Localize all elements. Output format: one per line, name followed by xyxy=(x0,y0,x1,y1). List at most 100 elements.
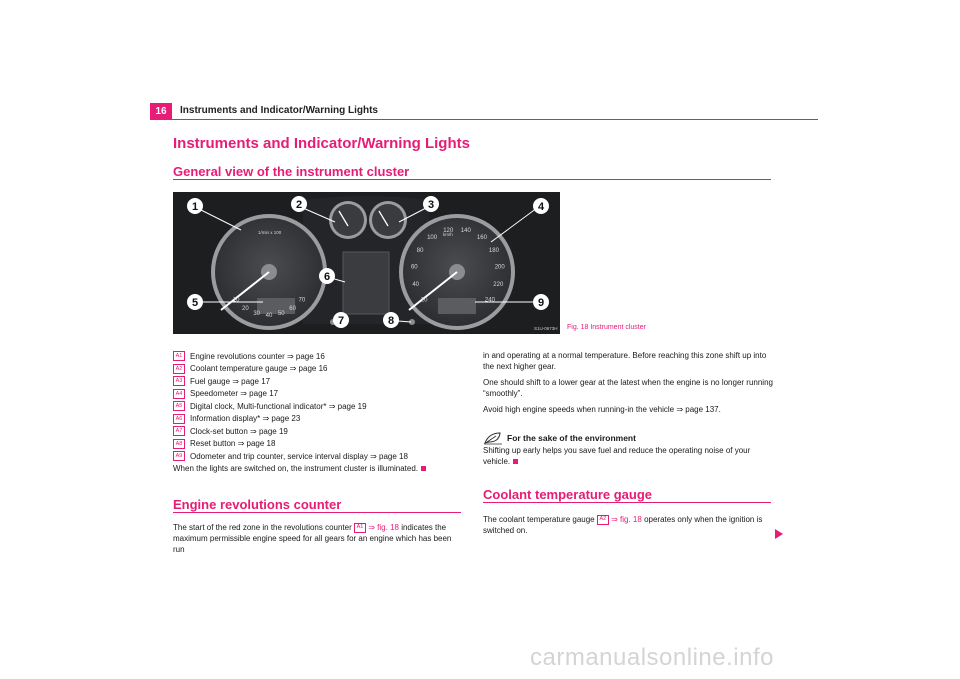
paragraph-text: indicates the maximum permissible engine… xyxy=(173,523,452,554)
dial-tick-label: 80 xyxy=(417,248,424,254)
end-mark-icon xyxy=(421,466,427,471)
end-mark-icon xyxy=(513,459,519,464)
section-rule xyxy=(173,512,461,513)
list-item-text: Reset button ⇒ page 18 xyxy=(190,439,276,449)
paragraph-text: The coolant temperature gauge xyxy=(483,515,595,524)
lights-note-text: When the lights are switched on, the ins… xyxy=(173,464,419,473)
section-heading-overview: General view of the instrument cluster xyxy=(173,164,410,179)
callout-badge: A6 xyxy=(173,413,185,424)
callout-number: 1 xyxy=(192,201,198,213)
lights-note: When the lights are switched on, the ins… xyxy=(173,463,473,474)
revolutions-paragraph: The start of the red zone in the revolut… xyxy=(173,522,465,555)
dial-tick-label: 60 xyxy=(411,265,418,271)
callout-badge: A8 xyxy=(173,438,185,449)
running-title: Instruments and Indicator/Warning Lights xyxy=(180,105,378,116)
dial-tick-label: 120 xyxy=(443,228,454,234)
dial-tick-label: 220 xyxy=(493,282,504,288)
speedometer-needle xyxy=(408,271,458,311)
environment-paragraph: Shifting up early helps you save fuel an… xyxy=(483,445,773,467)
dial-tick-label: 10 xyxy=(233,298,240,304)
section-heading-coolant: Coolant temperature gauge xyxy=(483,487,653,502)
callout-badge: A1 xyxy=(354,522,367,533)
callout-circle xyxy=(333,312,349,328)
page-title: Instruments and Indicator/Warning Lights xyxy=(173,135,470,152)
dial-tick-label: 240 xyxy=(485,298,496,304)
callout-badge: A2 xyxy=(173,363,185,374)
list-item-text: Engine revolutions counter ⇒ page 16 xyxy=(190,351,325,361)
figure-reference-link[interactable]: ⇒ fig. 18 xyxy=(368,523,399,532)
callout-number: 3 xyxy=(428,199,434,211)
callout-badge: A5 xyxy=(173,401,185,412)
callout-circle xyxy=(319,268,335,284)
list-item: A7 Clock-set button ⇒ page 19 xyxy=(173,425,463,438)
callout-number: 2 xyxy=(296,199,302,211)
environment-text: Shifting up early helps you save fuel an… xyxy=(483,446,751,466)
callout-circle xyxy=(383,312,399,328)
section-rule xyxy=(483,502,771,503)
callout-badge: A4 xyxy=(173,388,185,399)
callout-badge: A7 xyxy=(173,426,185,437)
callout-circle xyxy=(423,196,439,212)
next-page-arrow-icon[interactable] xyxy=(775,529,783,539)
dial-tick-label: 60 xyxy=(289,306,296,312)
col2-paragraph-3: Avoid high engine speeds when running-in… xyxy=(483,405,721,414)
dial-tick-label: 30 xyxy=(253,311,260,317)
section-heading-revolutions: Engine revolutions counter xyxy=(173,497,342,512)
figure-code: S1U-0673H xyxy=(534,326,558,331)
callout-circle xyxy=(533,294,549,310)
environment-heading-text: For the sake of the environment xyxy=(507,433,636,443)
list-item-text: Coolant temperature gauge ⇒ page 16 xyxy=(190,364,328,374)
environment-heading: For the sake of the environment xyxy=(483,431,636,445)
dial-tick-label: 20 xyxy=(421,298,428,304)
dial-tick-label: 20 xyxy=(242,306,249,312)
col2-paragraph-1: in and operating at a normal temperature… xyxy=(483,351,767,371)
speedometer-unit-label: km/h xyxy=(443,232,453,237)
dial-tick-label: 180 xyxy=(489,248,500,254)
list-item-text: Clock-set button ⇒ page 19 xyxy=(190,426,288,436)
watermark: carmanualsonline.info xyxy=(530,644,774,671)
callout-number: 4 xyxy=(538,201,545,213)
figure-caption: Fig. 18 Instrument cluster xyxy=(567,324,646,331)
callout-badge: A3 xyxy=(173,376,185,387)
col2-paragraph-2: One should shift to a lower gear at the … xyxy=(483,378,773,398)
dial-tick-label: 50 xyxy=(278,311,285,317)
page-number: 16 xyxy=(150,103,172,120)
list-item: A2 Coolant temperature gauge ⇒ page 16 xyxy=(173,363,463,376)
callout-number: 9 xyxy=(538,297,544,309)
callout-circle xyxy=(187,198,203,214)
dial-tick-label: 40 xyxy=(412,282,419,288)
tachometer-unit-label: 1/min x 100 xyxy=(258,230,282,235)
reset-button xyxy=(409,319,415,325)
tachometer-needle xyxy=(220,271,270,311)
list-item: A8 Reset button ⇒ page 18 xyxy=(173,438,463,451)
list-item: A4 Speedometer ⇒ page 17 xyxy=(173,388,463,401)
coolant-paragraph: The coolant temperature gauge A2 ⇒ fig. … xyxy=(483,514,773,536)
dial-tick-label: 160 xyxy=(477,235,488,241)
header-rule xyxy=(150,119,818,120)
figure-reference-link[interactable]: ⇒ fig. 18 xyxy=(611,515,642,524)
list-item: A3 Fuel gauge ⇒ page 17 xyxy=(173,375,463,388)
environment-leaf-icon xyxy=(484,432,502,445)
list-item: A6 Information display* ⇒ page 23 xyxy=(173,413,463,426)
list-item-text: Information display* ⇒ page 23 xyxy=(190,414,301,424)
callout-number: 7 xyxy=(338,315,344,327)
callout-circle xyxy=(533,198,549,214)
callout-badge: A9 xyxy=(173,451,185,462)
callout-circle xyxy=(187,294,203,310)
section-rule xyxy=(173,179,771,180)
list-item-text: Speedometer ⇒ page 17 xyxy=(190,389,279,399)
dial-tick-label: 100 xyxy=(427,235,438,241)
callout-number: 8 xyxy=(388,315,394,327)
list-item-text: Fuel gauge ⇒ page 17 xyxy=(190,376,271,386)
information-display xyxy=(342,251,390,315)
callout-circle xyxy=(291,196,307,212)
callout-number: 6 xyxy=(324,271,330,283)
dial-tick-label: 40 xyxy=(266,313,273,319)
dial-tick-label: 200 xyxy=(495,265,506,271)
dial-tick-label: 70 xyxy=(299,298,306,304)
